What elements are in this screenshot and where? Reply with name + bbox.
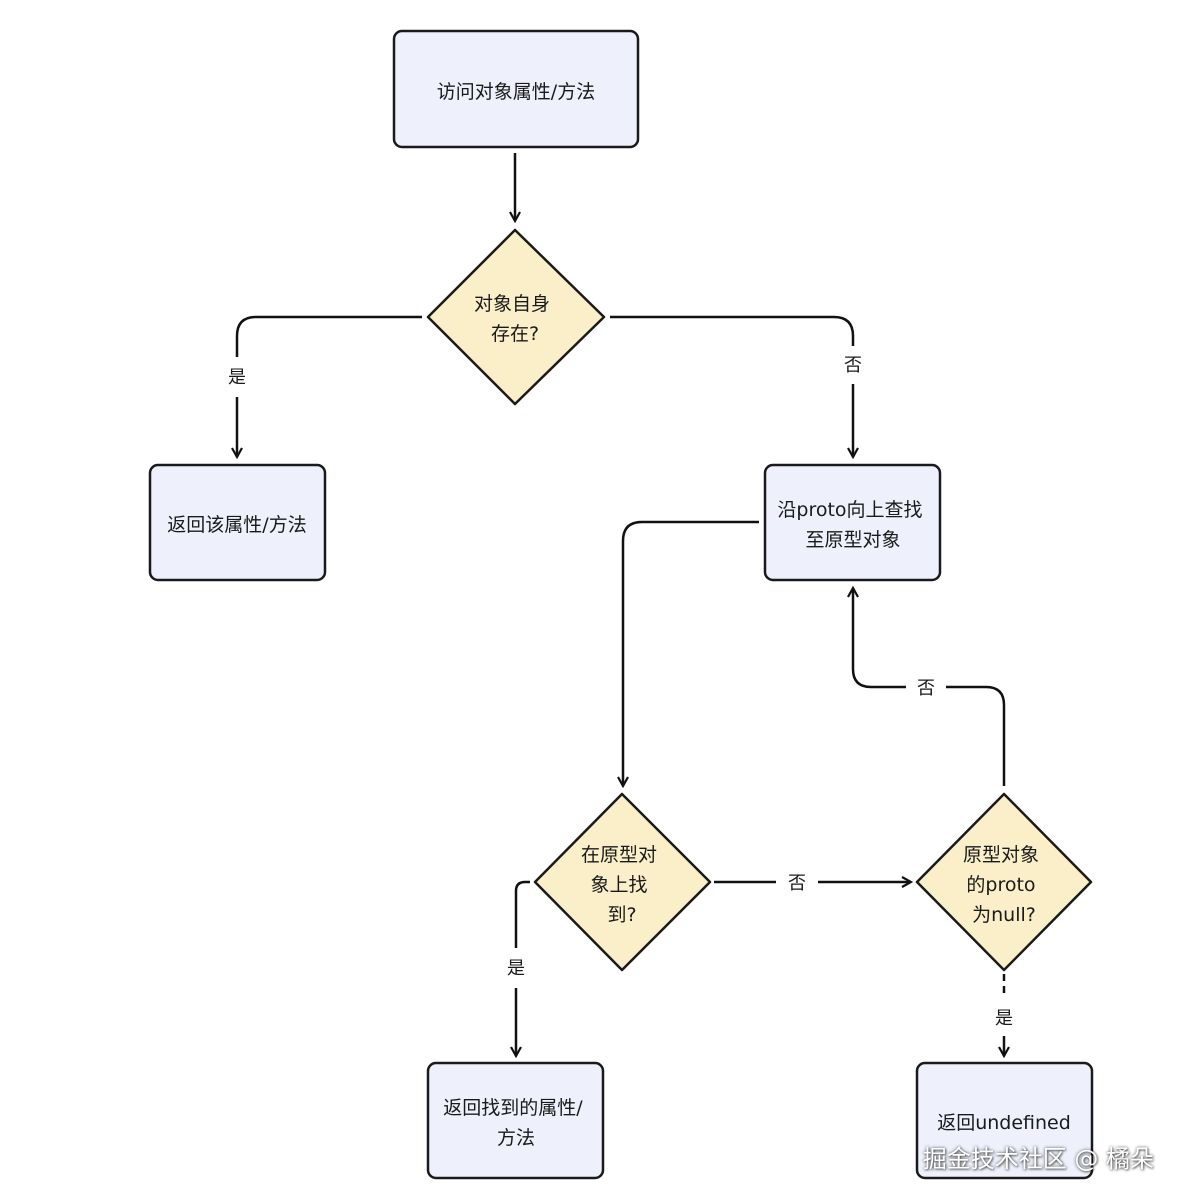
edge-label-null-yes: 是 bbox=[995, 1008, 1013, 1029]
node-return-own-text: 返回该属性/方法 bbox=[167, 514, 306, 536]
node-start: 访问对象属性/方法 bbox=[392, 29, 640, 149]
node-return-own: 返回该属性/方法 bbox=[148, 463, 327, 582]
edge-found-no: 否 bbox=[714, 873, 911, 894]
node-proto-is-null-text: 原型对象 的proto 为null? bbox=[963, 844, 1045, 926]
node-found-in-proto: 在原型对 象上找 到? bbox=[533, 792, 712, 972]
node-walk-proto-text: 沿proto向上查找 至原型对象 bbox=[777, 499, 928, 551]
node-check-own: 对象自身 存在? bbox=[426, 228, 606, 406]
node-return-undefined-text: 返回undefined bbox=[937, 1112, 1071, 1134]
edge-walk-to-found bbox=[623, 520, 759, 786]
edge-label-own-yes: 是 bbox=[228, 367, 246, 388]
edge-null-yes: 是 bbox=[995, 974, 1013, 1056]
node-return-found-text: 返回找到的属性/ 方法 bbox=[443, 1097, 588, 1149]
edge-label-null-no: 否 bbox=[917, 678, 935, 699]
node-start-text: 访问对象属性/方法 bbox=[437, 81, 595, 103]
edge-null-no: 否 bbox=[853, 588, 1006, 786]
edge-label-own-no: 否 bbox=[844, 355, 862, 376]
watermark: 掘金技术社区 @ 橘朵 bbox=[922, 1145, 1154, 1173]
node-proto-is-null: 原型对象 的proto 为null? bbox=[915, 792, 1093, 972]
node-return-undefined: 返回undefined bbox=[915, 1061, 1094, 1180]
node-walk-proto: 沿proto向上查找 至原型对象 bbox=[763, 463, 942, 582]
node-check-own-text: 对象自身 存在? bbox=[474, 293, 556, 345]
edge-own-no: 否 bbox=[610, 315, 862, 457]
edge-label-found-no: 否 bbox=[788, 873, 806, 894]
edge-own-yes: 是 bbox=[228, 315, 422, 457]
node-found-in-proto-text: 在原型对 象上找 到? bbox=[581, 844, 663, 926]
edge-found-yes: 是 bbox=[507, 880, 530, 1056]
edge-label-found-yes: 是 bbox=[507, 958, 525, 979]
node-return-found: 返回找到的属性/ 方法 bbox=[426, 1061, 605, 1180]
